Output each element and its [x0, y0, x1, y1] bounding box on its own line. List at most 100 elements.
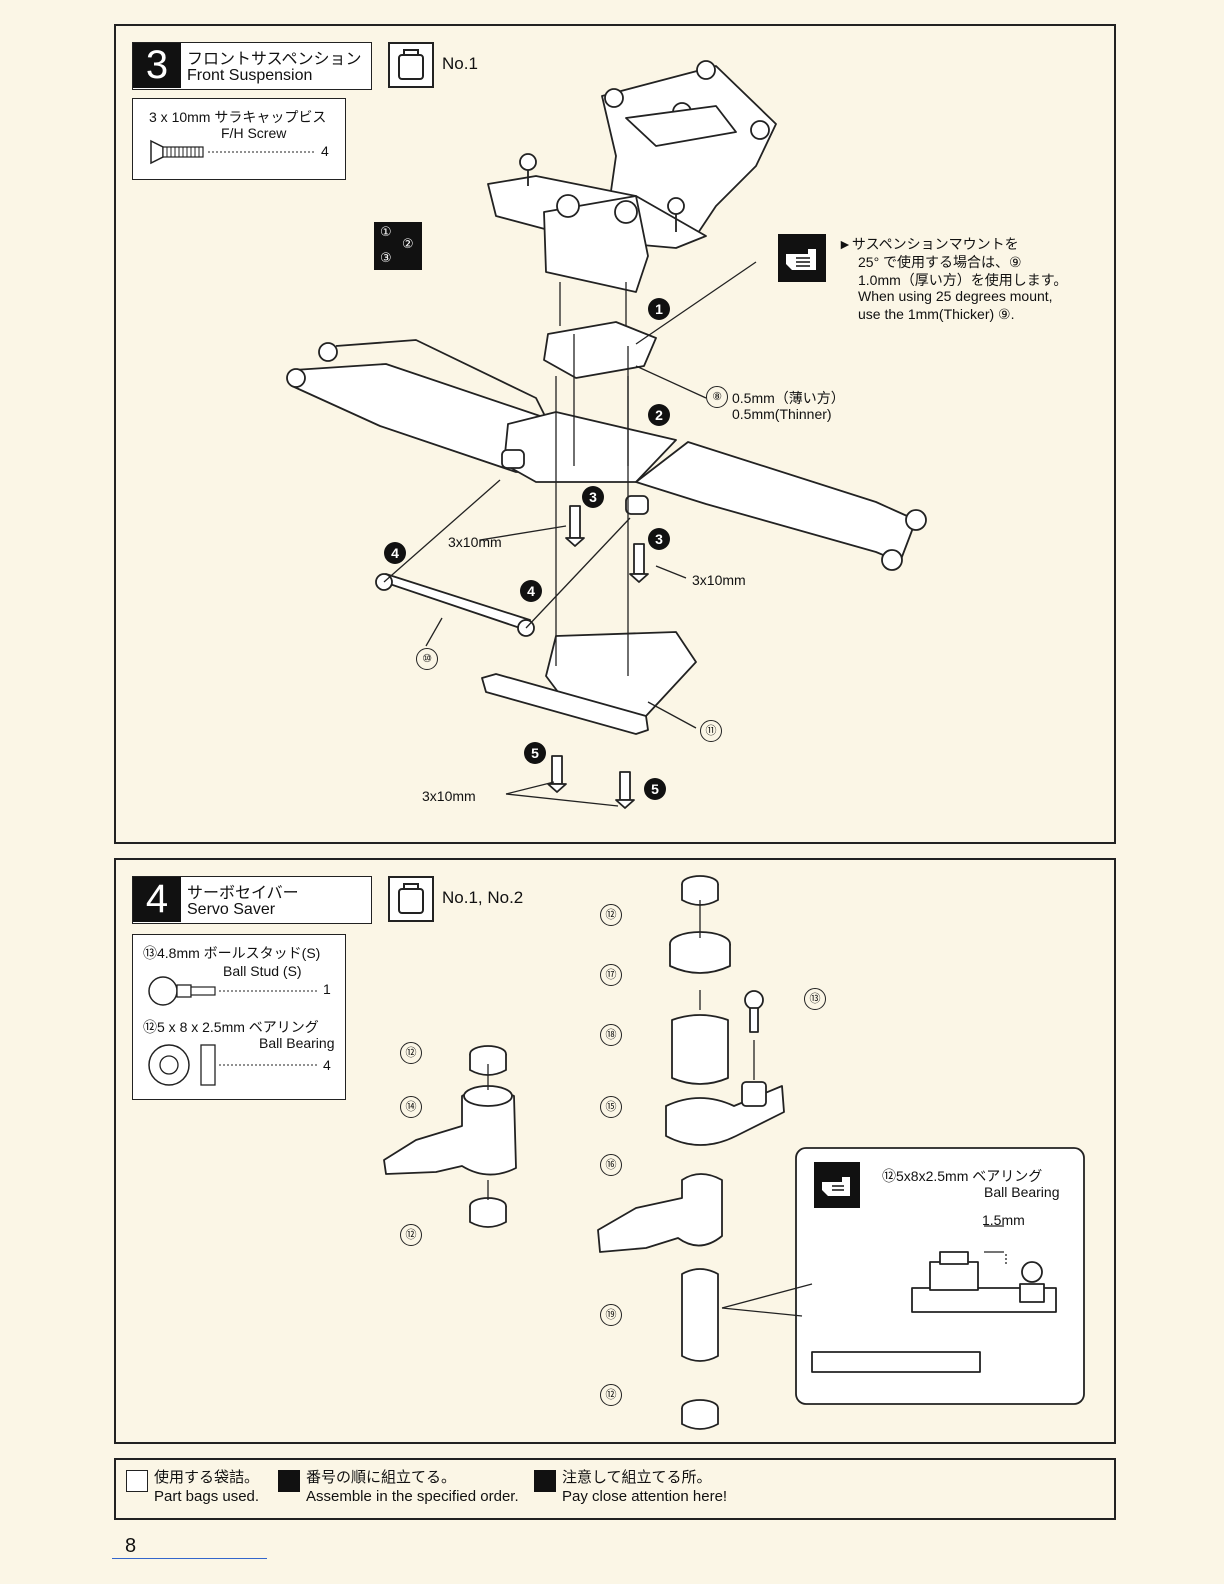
step4-bag-label: No.1, No.2 — [442, 888, 524, 907]
step-badge-4b: 4 — [520, 580, 542, 602]
part-number-12b: ⑫ — [400, 1224, 422, 1246]
screw-label-c: 3x10mm — [422, 788, 476, 804]
screw-3b — [633, 543, 645, 575]
step4-title-en: Servo Saver — [187, 901, 276, 918]
part-number-12c: ⑫ — [600, 904, 622, 926]
step4-header: 4 サーボセイバー Servo Saver — [132, 876, 372, 924]
step-badge-2: 2 — [648, 404, 670, 426]
part-number-12a: ⑫ — [400, 1042, 422, 1064]
link-underline — [112, 1558, 267, 1559]
servo-saver-lower — [597, 1173, 723, 1253]
part-number-12d: ⑫ — [600, 1384, 622, 1406]
bumper-bar — [481, 673, 649, 735]
hand-glyph — [822, 1177, 850, 1196]
step3-title-jp: フロントサスペンション — [187, 51, 362, 68]
order-3: ③ — [380, 250, 392, 265]
legend-panel: 使用する袋詰。 Part bags used. 番号の順に組立てる。 Assem… — [114, 1458, 1116, 1520]
step-badge-4a: 4 — [384, 542, 406, 564]
callout-8-en: 0.5mm(Thinner) — [732, 406, 832, 422]
part-number-16: ⑯ — [600, 1154, 622, 1176]
step4-title-jp: サーボセイバー — [187, 885, 299, 902]
servo-saver-drawing — [383, 875, 1085, 1430]
part13-name-jp: ⑬4.8mm ボールスタッド(S) — [143, 945, 321, 961]
hand-glyph — [786, 249, 816, 270]
bag-glyph — [398, 883, 424, 914]
detail-arm — [811, 1351, 981, 1373]
legend-attention-jp: 注意して組立てる所。 — [562, 1469, 712, 1486]
part12-name-en: Ball Bearing — [259, 1035, 335, 1051]
assemble-order-icon: ① ② ③ — [374, 222, 422, 270]
callout-8-jp: 0.5mm（薄い方） — [732, 390, 845, 406]
note-en-line2: use the 1mm(Thicker) ⑨. — [858, 306, 1015, 322]
right-suspension-arm — [635, 441, 917, 563]
part-bag-icon — [388, 42, 434, 88]
order-2: ② — [402, 236, 414, 251]
note-jp-line3: 1.0mm（厚い方）を使用します。 — [858, 272, 1068, 288]
step3-part-name-jp: 3 x 10mm サラキャップビス — [149, 109, 327, 125]
detail-gap: 1.5mm — [982, 1212, 1025, 1228]
screw-5b — [619, 771, 631, 801]
detail-bearing-stack — [929, 1261, 979, 1291]
step4-parts-box: ⑬4.8mm ボールスタッド(S) Ball Stud (S) 1 ⑫5 x 8… — [132, 934, 346, 1100]
bag-glyph — [398, 49, 424, 80]
step3-bag-label: No.1 — [442, 54, 478, 73]
legend-order-jp: 番号の順に組立てる。 — [306, 1469, 457, 1486]
screw-label-a: 3x10mm — [448, 534, 502, 550]
legend-attention-en: Pay close attention here! — [562, 1488, 728, 1505]
detail-part-jp: ⑫5x8x2.5mm ベアリング — [882, 1168, 1043, 1184]
part-number-11: ⑪ — [700, 720, 722, 742]
step-badge-3b: 3 — [648, 528, 670, 550]
step4-panel: 4 サーボセイバー Servo Saver No.1, No.2 ⑬4.8mm … — [114, 858, 1116, 1444]
part-number-14: ⑭ — [400, 1096, 422, 1118]
step3-number: 3 — [133, 43, 181, 88]
part-number-15: ⑮ — [600, 1096, 622, 1118]
step-badge-1: 1 — [648, 298, 670, 320]
legend-bag-icon — [126, 1470, 148, 1492]
front-suspension-drawing — [286, 60, 927, 809]
spring — [671, 1014, 729, 1085]
step3-panel: 3 フロントサスペンション Front Suspension No.1 3 x … — [114, 24, 1116, 844]
part12-name-jp: ⑫5 x 8 x 2.5mm ベアリング — [143, 1019, 319, 1035]
step-badge-3a: 3 — [582, 486, 604, 508]
step3-title-en: Front Suspension — [187, 67, 313, 84]
step3-header: 3 フロントサスペンション Front Suspension — [132, 42, 372, 90]
screw-3a — [569, 505, 581, 539]
legend-order-icon — [278, 1470, 300, 1492]
detail-part-en: Ball Bearing — [984, 1184, 1060, 1200]
step3-parts-box: 3 x 10mm サラキャップビス F/H Screw 4 — [132, 98, 346, 180]
note-en-line1: When using 25 degrees mount, — [858, 288, 1053, 304]
step4-number: 4 — [133, 877, 181, 922]
center-post — [681, 1268, 719, 1362]
legend-bags-jp: 使用する袋詰。 — [154, 1469, 260, 1486]
step3-part-name-en: F/H Screw — [221, 125, 287, 141]
step-badge-5a: 5 — [524, 742, 546, 764]
step4-part-icons — [148, 976, 319, 1086]
attention-hand-icon — [814, 1162, 860, 1208]
part12-qty: 4 — [323, 1057, 331, 1073]
note-jp-line1: ►サスペンションマウントを — [838, 236, 1019, 252]
part-number-10: ⑩ — [416, 648, 438, 670]
screw-5a — [551, 755, 563, 785]
fh-screw-icon — [150, 139, 316, 165]
step3-part-qty: 4 — [321, 143, 329, 159]
legend-attention-icon — [534, 1470, 556, 1492]
screw-label-b: 3x10mm — [692, 572, 746, 588]
part-number-8: ⑧ — [706, 386, 728, 408]
part-number-19: ⑲ — [600, 1304, 622, 1326]
part-bag-icon — [388, 876, 434, 922]
part-number-18: ⑱ — [600, 1024, 622, 1046]
order-1: ① — [380, 224, 392, 239]
legend-bags-en: Part bags used. — [154, 1488, 260, 1505]
attention-hand-icon — [778, 234, 826, 282]
part-number-13: ⑬ — [804, 988, 826, 1010]
ball-stud — [744, 990, 764, 1010]
step-badge-5b: 5 — [644, 778, 666, 800]
spacer-plate — [543, 321, 657, 379]
legend-order-en: Assemble in the specified order. — [306, 1488, 519, 1505]
part13-name-en: Ball Stud (S) — [223, 963, 302, 979]
note-jp-line2: 25° で使用する場合は、⑨ — [858, 254, 1022, 270]
part13-qty: 1 — [323, 981, 331, 997]
part-number-17: ⑰ — [600, 964, 622, 986]
hinge-pin — [377, 573, 531, 631]
page-number: 8 — [125, 1535, 137, 1557]
